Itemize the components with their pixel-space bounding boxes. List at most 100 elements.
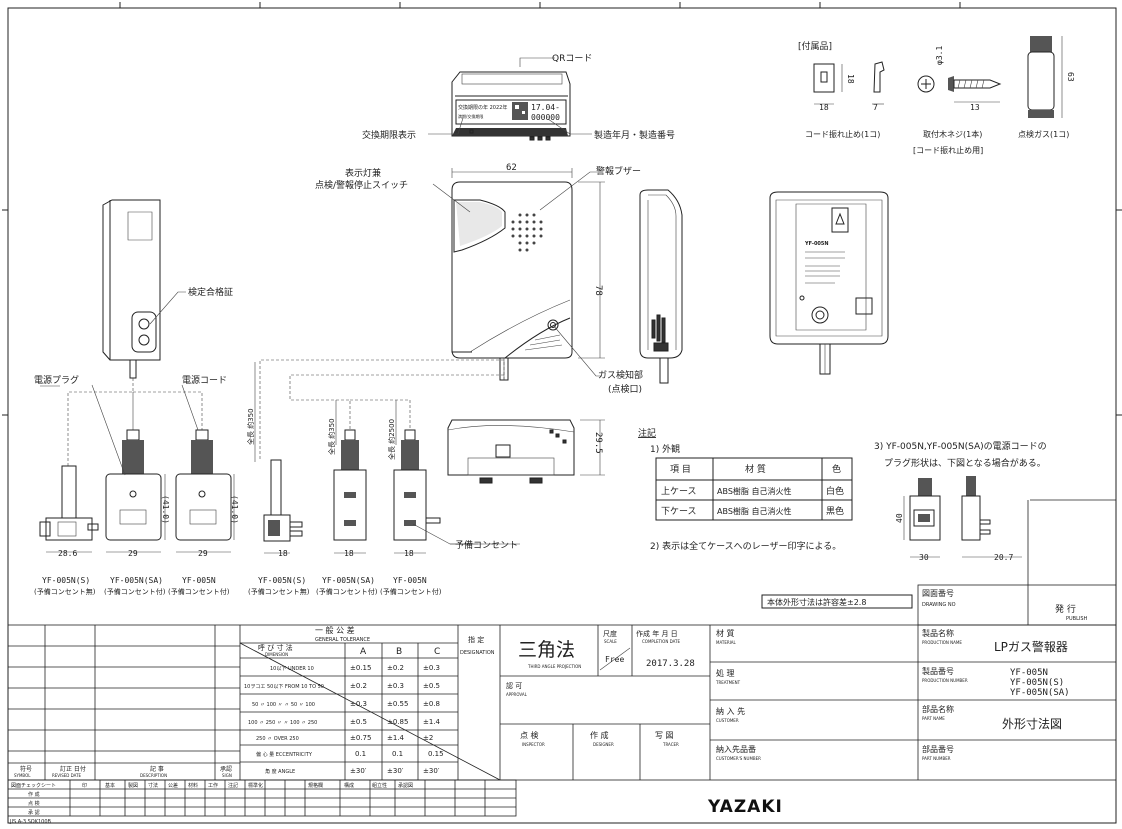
tb-part-name-value: 外形寸法図 bbox=[1002, 717, 1062, 731]
tb-check-3: 製図 bbox=[128, 782, 138, 789]
tb-tol-row-5: 偏 心 量 ECCENTRICITY 0.1 0.1 0.15 bbox=[256, 750, 444, 758]
limit-sub-print: 満期/交換期限 bbox=[458, 113, 483, 119]
tb-tolerance-jp: 一 般 公 差 bbox=[315, 625, 355, 635]
dim-len-2500: 全長 約2500 bbox=[387, 419, 396, 460]
tb-col-c: C bbox=[434, 647, 440, 657]
mat-row1-material: ABS樹脂 自己消火性 bbox=[717, 506, 791, 516]
plug-yf005n-mid bbox=[393, 429, 441, 541]
tb-tol-row-6: 角 度 ANGLE ±30′ ±30′ ±30′ bbox=[265, 767, 440, 775]
tb-rev-desc-en: DESCRIPTION bbox=[140, 773, 167, 778]
plug-yf005n-sa-left bbox=[105, 429, 162, 541]
note-item-3-line2: プラグ形状は、下図となる場合がある。 bbox=[884, 457, 1046, 469]
dim-acc-7: 7 bbox=[873, 103, 878, 112]
dim-len-350-b: 全長 約350 bbox=[327, 418, 336, 455]
tb-rev-desc: 記 事 bbox=[150, 765, 164, 773]
tb-rev-sign-en: SIGN bbox=[222, 773, 232, 778]
svg-text:±30′: ±30′ bbox=[423, 767, 440, 775]
mat-header-item: 項 目 bbox=[670, 464, 691, 475]
tb-approval-jp: 認 可 bbox=[506, 681, 522, 690]
wood-screw-part bbox=[917, 75, 1002, 93]
check-switch-label: 点検/警報停止スイッチ bbox=[315, 179, 408, 191]
back-view: YF-005N bbox=[769, 191, 889, 375]
tb-part-no-en: PART NUMBER bbox=[922, 756, 951, 761]
tb-customer-en: CUSTOMER bbox=[716, 718, 739, 723]
tb-cust-no-en: CUSTOMER'S NUMBER bbox=[716, 756, 761, 761]
tb-check-7: 工作 bbox=[208, 782, 218, 789]
variant-left-model-1: YF-005N(SA) bbox=[110, 576, 163, 585]
variant-mid-note-2: (予備コンセント付) bbox=[380, 587, 442, 596]
tb-check-1: 印 bbox=[82, 782, 87, 789]
tb-rev-date: 訂正 日付 bbox=[60, 765, 86, 773]
side-view bbox=[639, 189, 683, 384]
tb-material-en: MATERIAL bbox=[716, 640, 737, 645]
dim-note3-30: 30 bbox=[919, 553, 929, 562]
svg-text:±0.85: ±0.85 bbox=[387, 718, 408, 726]
svg-text:0.1: 0.1 bbox=[392, 750, 403, 758]
dim-acc-63: 63 bbox=[1066, 72, 1075, 82]
tb-issue-en: PUBLISH bbox=[1066, 616, 1088, 622]
svg-text:±0.3: ±0.3 bbox=[423, 664, 440, 672]
front-view bbox=[451, 181, 573, 381]
tb-product-no-2: YF-005N(SA) bbox=[1010, 688, 1070, 698]
notes-heading: 注記 bbox=[638, 427, 656, 439]
svg-text:250 〃 OVER 250: 250 〃 OVER 250 bbox=[256, 736, 299, 742]
tb-product-no-1: YF-005N(S) bbox=[1010, 678, 1064, 688]
svg-text:±0.15: ±0.15 bbox=[350, 664, 371, 672]
mat-row1-item: 下ケース bbox=[661, 506, 697, 517]
tb-sign-1: 点 検 bbox=[28, 800, 40, 807]
tb-check-8: 注記 bbox=[228, 782, 238, 789]
svg-text:±0.8: ±0.8 bbox=[423, 700, 440, 708]
svg-text:±0.55: ±0.55 bbox=[387, 700, 408, 708]
top-view: 交換期限の年 2022年 満期/交換期限 17.04- 000000 bbox=[451, 71, 571, 141]
plug-yf005n-s-left bbox=[39, 465, 99, 541]
note3-plug bbox=[909, 476, 991, 541]
tb-scale-jp: 尺度 bbox=[603, 629, 617, 638]
tb-tolerance-en: GENERAL TOLERANCE bbox=[315, 637, 370, 643]
variant-left-model-2: YF-005N bbox=[182, 576, 216, 585]
tb-col-a: A bbox=[360, 647, 367, 657]
tb-designation-en: DESIGNATION bbox=[460, 650, 495, 656]
tb-nominal-jp: 呼 び 寸 法 bbox=[258, 643, 293, 652]
svg-text:10以下 UNDER 10: 10以下 UNDER 10 bbox=[270, 666, 314, 672]
serial-print: 000000 bbox=[531, 113, 560, 122]
tb-check-2: 基本 bbox=[105, 782, 115, 789]
tb-part-name-jp: 部品名称 bbox=[922, 704, 954, 714]
spare-outlet-label: 予備コンセント bbox=[455, 539, 518, 551]
tb-tol-row-0: 10以下 UNDER 10 ±0.15 ±0.2 ±0.3 bbox=[270, 664, 440, 672]
mfg-date-label: 製造年月・製造番号 bbox=[594, 129, 675, 141]
dim-29-a: 29 bbox=[128, 549, 138, 558]
tb-rev-sign: 承認 bbox=[220, 765, 232, 773]
tb-inspector-en: INSPECTOR bbox=[522, 742, 545, 747]
tb-scale-value: Free bbox=[605, 655, 624, 664]
svg-text:偏 心 量 ECCENTRICITY: 偏 心 量 ECCENTRICITY bbox=[256, 751, 313, 758]
dim-depth-29-5: 29.5 bbox=[593, 432, 603, 454]
accessories-label: [付属品] bbox=[798, 41, 832, 52]
note-item-3-line1: 3) YF-005N,YF-005N(SA)の電源コードの bbox=[874, 441, 1047, 452]
svg-text:100 〃 250 〃 〃 100 〃 250: 100 〃 250 〃 〃 100 〃 250 bbox=[248, 720, 317, 726]
certification-label: 検定合格証 bbox=[188, 286, 233, 298]
dim-29-b: 29 bbox=[198, 549, 208, 558]
tb-rev-date-en: REVISED DATE bbox=[52, 773, 82, 778]
plug-yf005n-s-mid bbox=[263, 459, 303, 542]
tb-material-jp: 材 質 bbox=[716, 628, 735, 638]
mat-header-color: 色 bbox=[832, 463, 841, 475]
limit-print: 交換期限の年 2022年 bbox=[458, 104, 507, 111]
svg-text:±0.3: ±0.3 bbox=[350, 700, 367, 708]
power-plug-label: 電源プラグ bbox=[34, 374, 79, 386]
tb-tracer-en: TRACER bbox=[662, 742, 679, 747]
dim-height-78: 78 bbox=[593, 285, 603, 296]
svg-text:±0.2: ±0.2 bbox=[387, 664, 404, 672]
dim-28-6: 28.6 bbox=[58, 549, 77, 558]
variant-mid-note-1: (予備コンセント付) bbox=[316, 587, 378, 596]
wood-screw-label: 取付木ネジ(1本) bbox=[923, 129, 982, 139]
tb-part-name-en: PART NAME bbox=[922, 716, 945, 721]
svg-text:0.1: 0.1 bbox=[355, 750, 366, 758]
tb-check-12: 組立性 bbox=[372, 782, 387, 789]
tb-tol-row-2: 50 〃 100 〃 〃 50 〃 100 ±0.3 ±0.55 ±0.8 bbox=[252, 700, 440, 708]
tb-designer-en: DESIGNER bbox=[593, 742, 614, 747]
left-profile-view bbox=[102, 199, 161, 379]
svg-text:±0.3: ±0.3 bbox=[387, 682, 404, 690]
dim-acc-13: 13 bbox=[970, 103, 980, 112]
tb-check-0: 図面チェックシート bbox=[11, 783, 56, 789]
tb-product-name-en: PRODUCTION NAME bbox=[922, 640, 962, 645]
